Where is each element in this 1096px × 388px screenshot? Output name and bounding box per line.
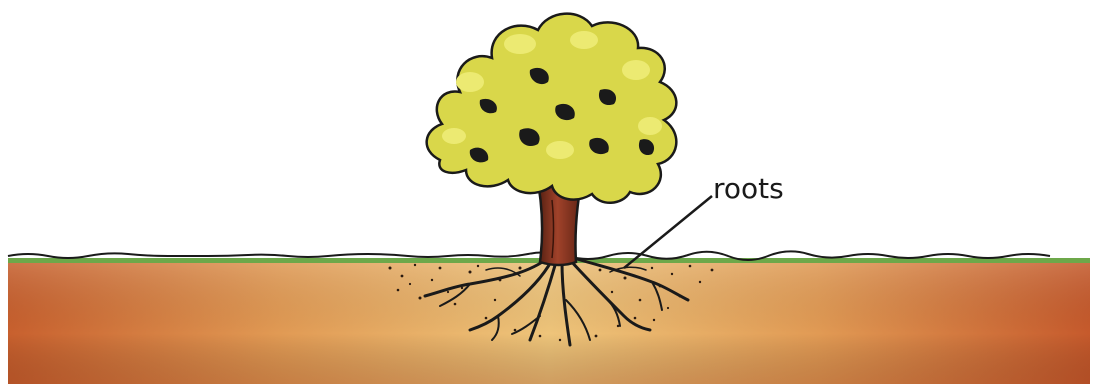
tree-foliage	[427, 14, 677, 203]
roots-leader-line	[624, 196, 712, 268]
soil	[8, 258, 1090, 384]
roots-label: roots	[713, 171, 784, 207]
